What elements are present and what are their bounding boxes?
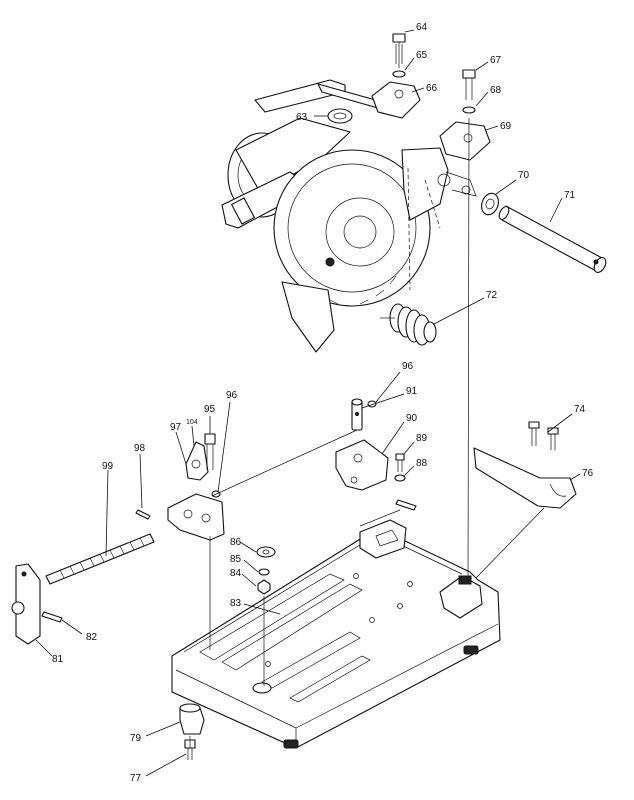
part-63-washer (327, 108, 353, 124)
callout-88: 88 (416, 458, 428, 469)
part-67-bolt (462, 69, 476, 100)
part-68-washer (462, 106, 476, 114)
leader-lines (35, 29, 581, 777)
callout-67: 67 (490, 55, 502, 66)
part-74-bolts (528, 421, 559, 450)
callout-86: 86 (230, 537, 242, 548)
callout-90: 90 (406, 413, 418, 424)
part-65-washer (392, 70, 406, 78)
safety-guard (281, 281, 335, 353)
part-82-pin (41, 611, 63, 623)
callout-81: 81 (52, 654, 64, 665)
part-85-washer (258, 568, 270, 576)
callout-83: 83 (230, 598, 242, 609)
part-91-pin (351, 398, 363, 431)
callout-99: 99 (102, 461, 114, 472)
part-84-nut (257, 579, 271, 595)
callout-84: 84 (230, 568, 242, 579)
callout-69: 69 (500, 121, 512, 132)
part-88-key (395, 499, 417, 511)
handle-bar (254, 79, 346, 113)
callout-79: 79 (130, 733, 142, 744)
part-99-threaded-rod (45, 533, 155, 585)
cut-off-wheel (325, 197, 395, 267)
callout-65: 65 (416, 50, 428, 61)
part-64-bolt (392, 33, 406, 64)
part-79-rubber-foot (179, 703, 205, 735)
callout-71: 71 (564, 190, 576, 201)
part-89-screw (395, 453, 405, 472)
motor-cover (235, 117, 351, 193)
wheel-bolt (325, 257, 335, 267)
callout-96-lower: 96 (226, 390, 238, 401)
part-90-bracket (335, 439, 389, 491)
pivot-arm (401, 147, 449, 221)
assembly-lines (189, 64, 545, 748)
part-81-knob (11, 601, 25, 615)
callout-63: 63 (296, 112, 308, 123)
callout-66: 66 (426, 83, 438, 94)
callout-91: 91 (406, 386, 418, 397)
handle-switch (231, 197, 255, 225)
callout-85: 85 (230, 554, 242, 565)
part-97-vise-block (167, 493, 225, 541)
callout-74: 74 (574, 404, 586, 415)
callout-89: 89 (416, 433, 428, 444)
part-104-vise-jaw (185, 441, 209, 481)
callout-64: 64 (416, 22, 428, 33)
callout-labels: 64 65 66 63 67 68 69 70 71 72 96 91 90 8… (52, 22, 594, 784)
callout-77: 77 (130, 773, 142, 784)
callout-68: 68 (490, 85, 502, 96)
callout-96-upper: 96 (402, 361, 414, 372)
callout-70: 70 (518, 170, 530, 181)
part-83-base (171, 519, 501, 749)
part-98-pin (135, 509, 151, 520)
part-88-washer (394, 474, 406, 482)
part-71-shaft (498, 205, 607, 273)
callout-97: 97 (170, 422, 182, 433)
part-76-plate (473, 447, 577, 509)
part-81-handle-plate (15, 563, 41, 645)
callout-72: 72 (486, 290, 498, 301)
part-70-washer (481, 192, 499, 216)
callout-104: 104 (186, 419, 198, 426)
part-72-spring (380, 303, 437, 346)
callout-95: 95 (204, 404, 216, 415)
part-66-clamp (371, 81, 421, 119)
part-86-washer (256, 546, 276, 558)
callout-76: 76 (582, 468, 594, 479)
callout-82: 82 (86, 632, 98, 643)
callout-98: 98 (134, 443, 146, 454)
saw-head-assembly (221, 79, 477, 353)
